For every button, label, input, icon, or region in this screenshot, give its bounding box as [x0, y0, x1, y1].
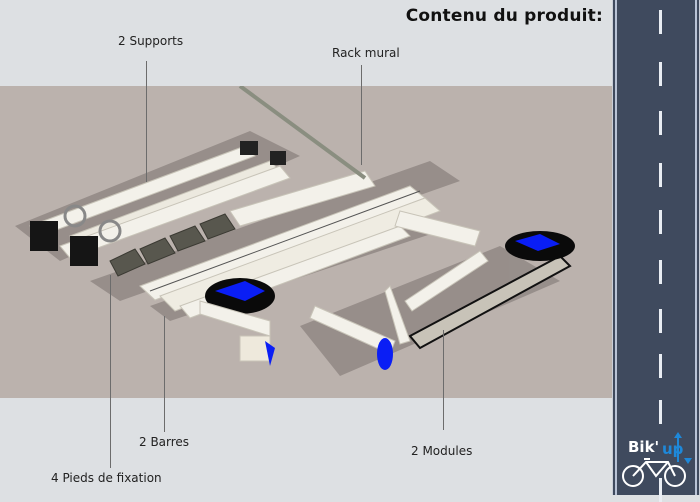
supports-group: [29, 141, 291, 266]
leader-modules: [443, 330, 444, 430]
product-illustration: [15, 86, 575, 376]
logo-text-up: up: [662, 440, 684, 458]
label-rack: Rack mural: [332, 46, 400, 60]
bikup-logo: Bik' up: [622, 432, 692, 487]
label-modules: 2 Modules: [411, 444, 473, 458]
leader-rack: [361, 65, 362, 165]
page-title: Contenu du produit:: [405, 6, 603, 26]
label-supports: 2 Supports: [118, 34, 184, 48]
leader-supports: [146, 61, 147, 182]
module-2: [309, 210, 575, 370]
rack-group: [229, 86, 376, 227]
pieds-group: [109, 213, 236, 277]
bicycle-icon: [622, 458, 686, 487]
label-barres: 2 Barres: [139, 435, 190, 449]
label-pieds: 4 Pieds de fixation: [51, 471, 162, 485]
road-decoration: [612, 0, 700, 502]
leader-pieds: [110, 275, 111, 468]
leader-barres: [164, 316, 165, 432]
module-1: [179, 225, 411, 366]
logo-text-bik: Bik': [628, 438, 659, 456]
